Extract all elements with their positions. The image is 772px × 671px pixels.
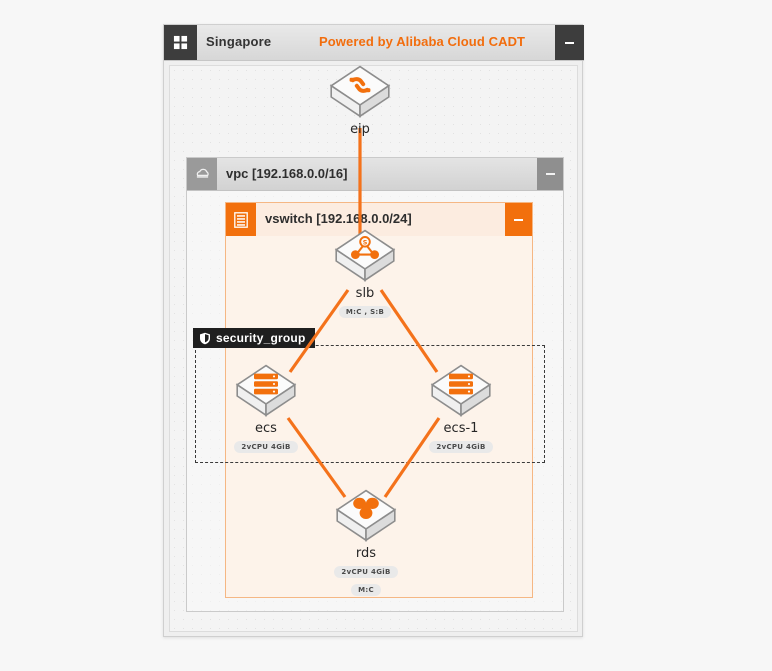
shield-icon xyxy=(200,332,210,344)
node-label: ecs-1 xyxy=(443,421,479,436)
node-badge: 2vCPU 4GiB xyxy=(234,441,298,453)
region-name: Singapore xyxy=(206,34,272,49)
node-eip[interactable]: eip xyxy=(312,64,408,137)
ecs-cube-icon xyxy=(235,364,297,417)
minimize-dash-icon xyxy=(545,173,555,175)
node-slb[interactable]: S slb M:C , S:B xyxy=(317,228,413,319)
svg-text:S: S xyxy=(363,239,368,247)
node-label: eip xyxy=(350,122,370,137)
minimize-dash-icon xyxy=(514,218,523,221)
cloud-icon xyxy=(196,168,209,178)
node-badge: 2vCPU 4GiB xyxy=(429,441,493,453)
node-ecs-1[interactable]: ecs-1 2vCPU 4GiB xyxy=(413,363,509,454)
vswitch-rack-icon xyxy=(226,203,256,236)
slb-icon: S xyxy=(351,236,379,259)
region-grid-icon xyxy=(164,25,197,60)
rds-cube-icon xyxy=(335,489,397,542)
node-label: ecs xyxy=(255,421,277,436)
rds-icon xyxy=(353,497,379,519)
vpc-title: vpc [192.168.0.0/16] xyxy=(226,166,348,181)
node-label: rds xyxy=(355,546,377,561)
minimize-dash-icon xyxy=(565,41,574,44)
grid-icon xyxy=(173,35,188,50)
region-title-bar: Singapore Powered by Alibaba Cloud CADT xyxy=(164,25,584,61)
node-label: slb xyxy=(355,286,375,301)
node-badge: M:C , S:B xyxy=(338,306,392,318)
link-icon xyxy=(349,77,371,93)
vswitch-title: vswitch [192.168.0.0/24] xyxy=(265,211,412,226)
eip-cube-icon xyxy=(329,65,391,118)
powered-by-label: Powered by Alibaba Cloud CADT xyxy=(319,34,526,49)
server-icon xyxy=(449,373,473,395)
node-rds[interactable]: rds 2vCPU 4GiB M:C xyxy=(318,488,414,597)
vpc-title-bar: vpc [192.168.0.0/16] xyxy=(187,158,563,191)
vswitch-icon xyxy=(234,211,248,228)
vswitch-minimize-button[interactable] xyxy=(505,203,532,236)
window-minimize-button[interactable] xyxy=(555,25,584,60)
slb-cube-icon: S xyxy=(334,229,396,282)
node-ecs[interactable]: ecs 2vCPU 4GiB xyxy=(218,363,314,454)
security-group-boundary xyxy=(195,345,545,463)
security-group-label: security_group xyxy=(216,331,306,345)
vpc-minimize-button[interactable] xyxy=(537,158,563,190)
vpc-cloud-icon xyxy=(187,158,217,190)
ecs-1-cube-icon xyxy=(430,364,492,417)
node-badge: 2vCPU 4GiB xyxy=(334,566,398,578)
security-group-tab[interactable]: security_group xyxy=(193,328,315,348)
node-badge-secondary: M:C xyxy=(351,584,381,596)
vswitch-title-bar: vswitch [192.168.0.0/24] xyxy=(226,203,532,236)
server-icon xyxy=(254,373,278,395)
